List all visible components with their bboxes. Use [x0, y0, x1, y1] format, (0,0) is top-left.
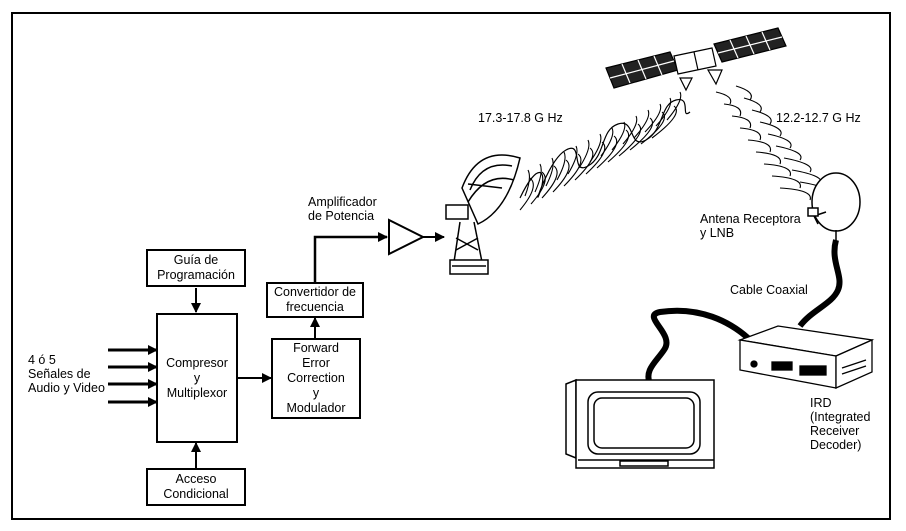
programming-guide-box: Guía de Programación — [146, 249, 246, 287]
television-icon — [565, 378, 715, 469]
ird-receiver-icon — [737, 325, 875, 390]
receive-antenna-label: Antena Receptora y LNB — [700, 212, 801, 240]
inputs-label: 4 ó 5 Señales de Audio y Video — [28, 353, 105, 395]
uplink-beam — [519, 91, 682, 211]
flow-arrows — [191, 232, 445, 468]
uplink-frequency-label: 17.3-17.8 G Hz — [478, 111, 563, 125]
ird-label: IRD (Integrated Receiver Decoder) — [810, 396, 871, 452]
compressor-multiplexer-box: Compresor y Multiplexor — [156, 313, 238, 443]
amplifier-icon — [388, 218, 426, 256]
downlink-beam — [715, 85, 832, 201]
satellite-icon — [605, 27, 787, 92]
tv-cable — [645, 307, 750, 386]
frequency-converter-box: Convertidor de frecuencia — [266, 282, 364, 318]
fec-modulator-box: Forward Error Correction y Modulador — [271, 338, 361, 419]
uplink-wave — [519, 99, 691, 199]
conditional-access-box: Acceso Condicional — [146, 468, 246, 506]
input-arrows — [108, 345, 158, 407]
coaxial-cable-label: Cable Coaxial — [730, 283, 808, 297]
downlink-frequency-label: 12.2-12.7 G Hz — [776, 111, 861, 125]
amplifier-label: Amplificador de Potencia — [308, 195, 377, 223]
receive-dish-icon — [807, 172, 861, 242]
diagram-frame — [11, 12, 891, 520]
coaxial-cable — [797, 239, 843, 328]
uplink-dish-icon — [445, 154, 521, 275]
